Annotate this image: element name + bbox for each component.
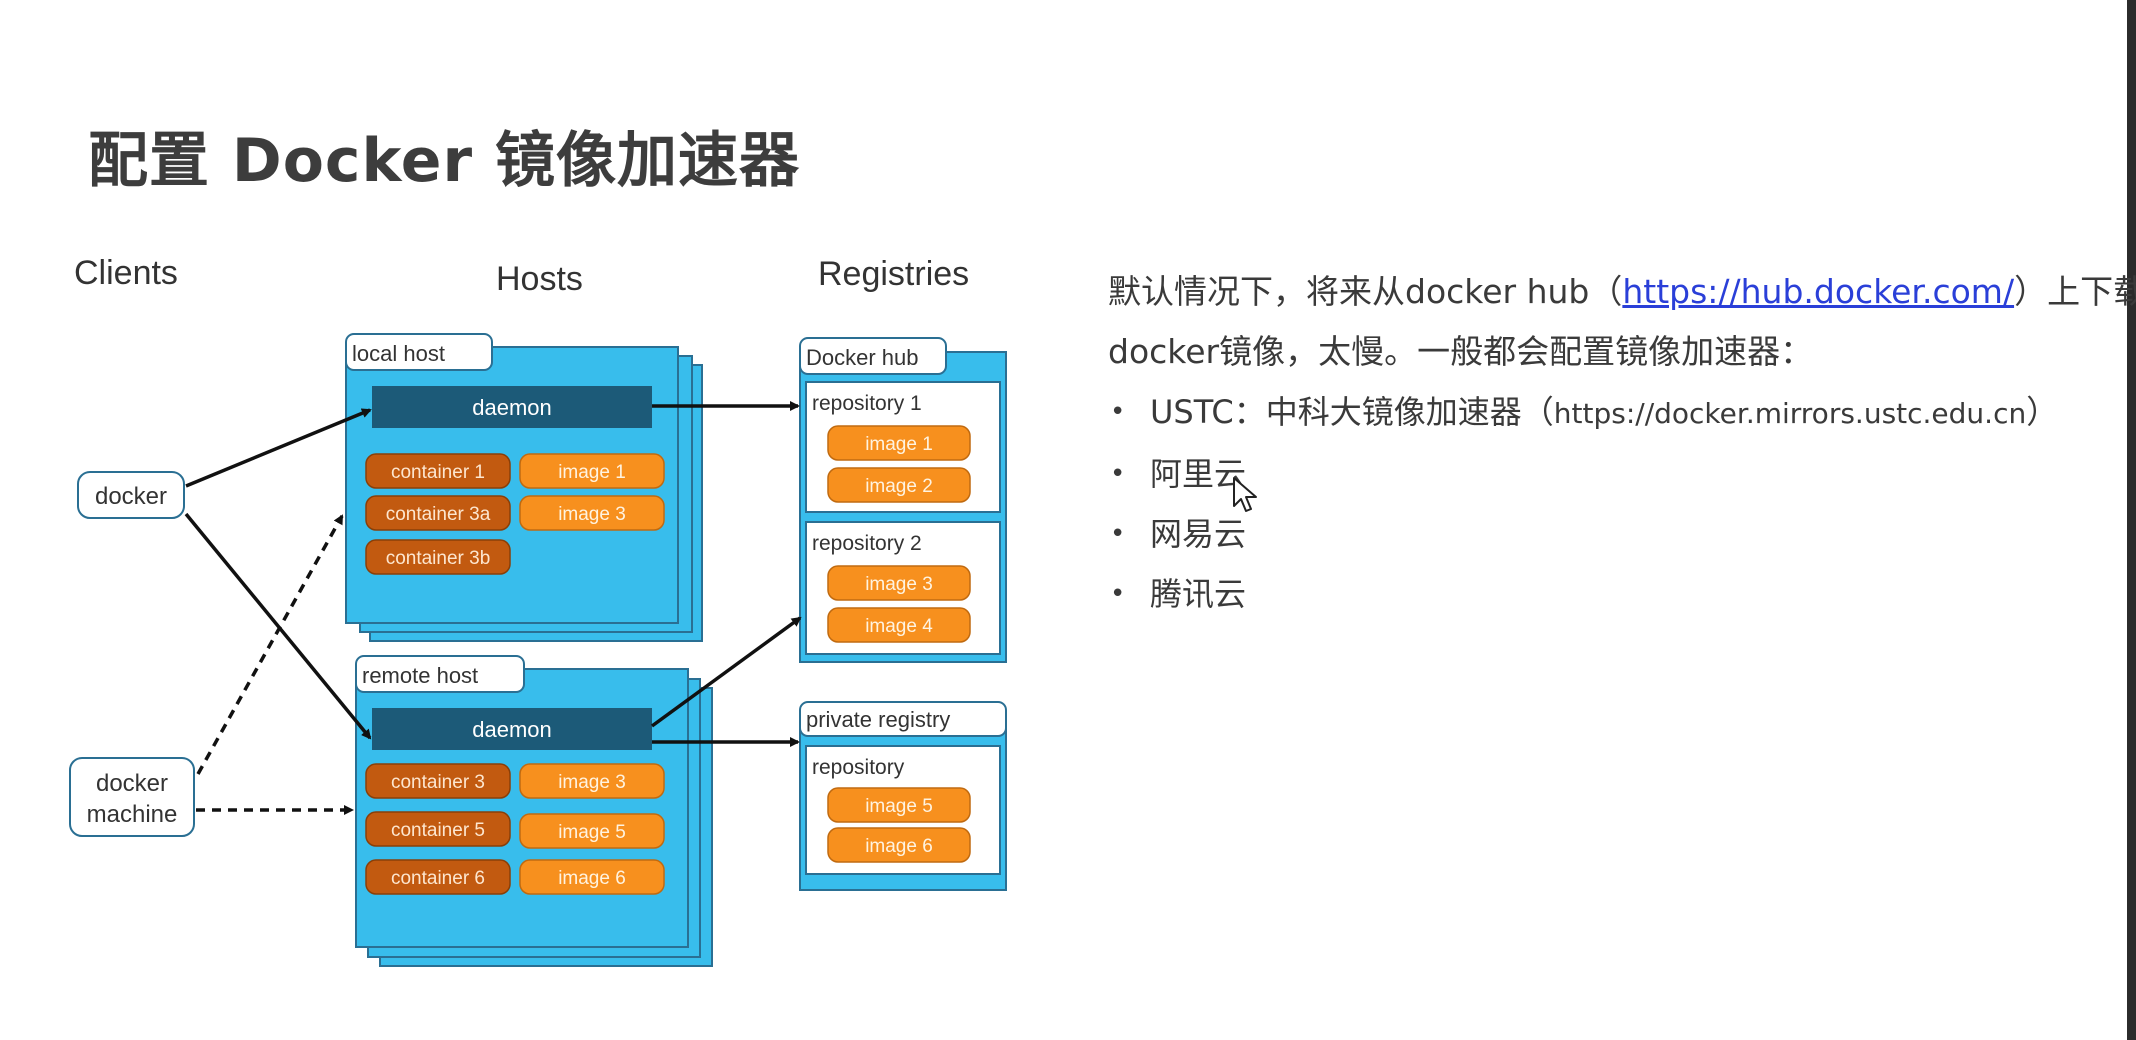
hub-repo1-image-1: image 1 bbox=[865, 434, 933, 455]
diagram-arrows bbox=[184, 401, 802, 815]
docker-architecture-diagram: Clients Hosts Registries local host daem… bbox=[0, 0, 1020, 1040]
local-container-3a: container 3a bbox=[386, 504, 491, 525]
list-item-tencent: • 腾讯云 bbox=[1108, 564, 2118, 624]
remote-container-3: container 3 bbox=[391, 772, 485, 793]
ustc-prefix: USTC：中科大镜像加速器（ bbox=[1150, 393, 1554, 431]
intro-prefix: 默认情况下，将来从docker hub（ bbox=[1108, 272, 1623, 311]
docker-hub-link[interactable]: https://hub.docker.com/ bbox=[1622, 272, 2015, 311]
local-daemon bbox=[372, 386, 652, 428]
local-image-3: image 3 bbox=[558, 504, 626, 525]
private-registry-label: private registry bbox=[806, 707, 950, 732]
hub-repo2-image-3: image 3 bbox=[865, 574, 933, 595]
bullet-dot: • bbox=[1110, 397, 1126, 427]
local-image-1: image 1 bbox=[558, 462, 626, 483]
remote-image-3: image 3 bbox=[558, 772, 626, 793]
remote-daemon-label: daemon bbox=[472, 717, 552, 742]
hub-repo1-image-2: image 2 bbox=[865, 476, 933, 497]
netease-label: 网易云 bbox=[1150, 515, 1247, 553]
remote-host-stack: remote host daemon container 3 container… bbox=[355, 655, 713, 967]
repository-1-label: repository 1 bbox=[812, 392, 922, 415]
intro-line-1: 默认情况下，将来从docker hub（https://hub.docker.c… bbox=[1108, 262, 2136, 322]
bullet-dot: • bbox=[1110, 579, 1126, 609]
repository-2-label: repository 2 bbox=[812, 532, 922, 555]
intro-suffix: ）上下载 bbox=[2014, 272, 2136, 311]
docker-client-label: docker bbox=[95, 483, 167, 510]
local-host-stack: local host daemon container 1 container … bbox=[345, 333, 703, 642]
aliyun-label: 阿里云 bbox=[1150, 455, 1247, 493]
list-item-ustc: • USTC：中科大镜像加速器（https://docker.mirrors.u… bbox=[1108, 382, 2118, 444]
private-repository-label: repository bbox=[812, 756, 905, 779]
docker-machine-client: docker machine bbox=[69, 757, 195, 837]
ustc-mirror-url: https://docker.mirrors.ustc.edu.cn bbox=[1553, 397, 2027, 430]
tencent-label: 腾讯云 bbox=[1150, 575, 1247, 613]
docker-hub-label: Docker hub bbox=[806, 345, 919, 370]
docker-machine-label-line1: docker bbox=[96, 770, 168, 797]
docker-client: docker bbox=[77, 471, 185, 519]
remote-daemon bbox=[372, 708, 652, 750]
local-daemon-label: daemon bbox=[472, 395, 552, 420]
local-container-1: container 1 bbox=[391, 462, 485, 483]
intro-line-2: docker镜像，太慢。一般都会配置镜像加速器： bbox=[1108, 332, 1814, 371]
remote-host-label: remote host bbox=[362, 663, 478, 688]
slide-title: 配置 Docker 镜像加速器 bbox=[88, 126, 800, 196]
bullet-dot: • bbox=[1110, 459, 1126, 489]
diagram-svg: Clients Hosts Registries local host daem… bbox=[69, 254, 1007, 967]
bullet-dot: • bbox=[1110, 519, 1126, 549]
list-item-aliyun: • 阿里云 bbox=[1108, 444, 2118, 504]
docker-hub-registry: Docker hub repository 1 image 1 image 2 … bbox=[799, 337, 1007, 663]
hub-repo2-image-4: image 4 bbox=[865, 616, 933, 637]
column-header-registries: Registries bbox=[818, 255, 969, 293]
remote-image-6: image 6 bbox=[558, 868, 626, 889]
remote-image-5: image 5 bbox=[558, 822, 626, 843]
mouse-cursor-icon bbox=[1233, 477, 1257, 512]
ustc-suffix: ） bbox=[2026, 393, 2059, 431]
remote-container-6: container 6 bbox=[391, 868, 485, 889]
column-header-hosts: Hosts bbox=[496, 260, 583, 298]
local-host-label: local host bbox=[352, 341, 445, 366]
docker-machine-label-line2: machine bbox=[87, 801, 178, 828]
mirror-list: • USTC：中科大镜像加速器（https://docker.mirrors.u… bbox=[1108, 382, 2118, 624]
column-header-clients: Clients bbox=[74, 254, 178, 292]
window-edge bbox=[2127, 0, 2136, 1040]
list-item-netease: • 网易云 bbox=[1108, 504, 2118, 564]
slide-notes: 默认情况下，将来从docker hub（https://hub.docker.c… bbox=[1108, 262, 2136, 624]
private-image-5: image 5 bbox=[865, 796, 933, 817]
private-image-6: image 6 bbox=[865, 836, 933, 857]
private-registry: private registry repository image 5 imag… bbox=[799, 701, 1007, 891]
remote-container-5: container 5 bbox=[391, 820, 485, 841]
local-container-3b: container 3b bbox=[386, 548, 491, 569]
